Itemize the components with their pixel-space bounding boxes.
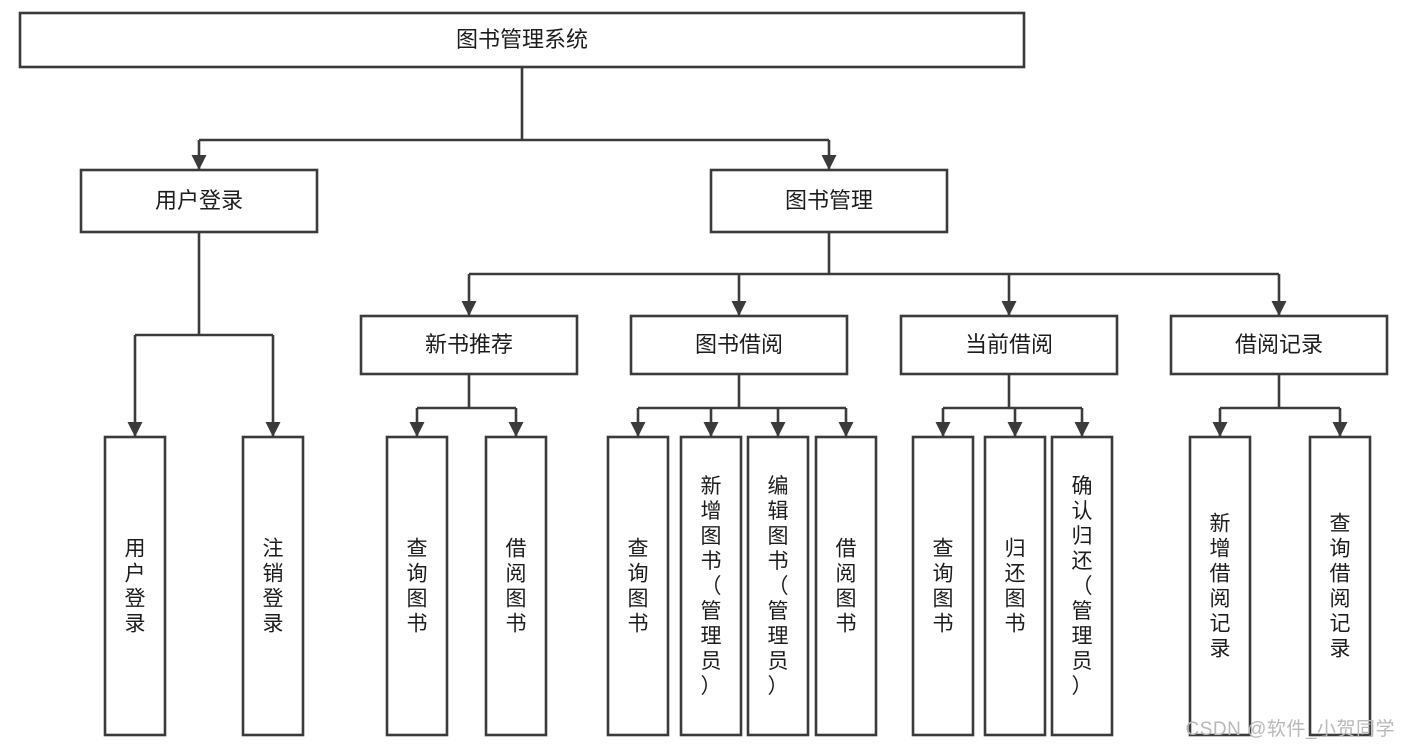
- node-label: 用户登录: [155, 188, 243, 213]
- node-box[interactable]: [18, 11, 1026, 69]
- arrow-head-icon: [1001, 301, 1017, 316]
- arrow-head-icon: [191, 155, 207, 170]
- node-box[interactable]: [385, 435, 449, 737]
- node-box[interactable]: [103, 435, 167, 737]
- node-leaf-1[interactable]: 注销登录: [241, 435, 305, 737]
- node-leaf-5[interactable]: 新增图书（管理员）: [679, 435, 743, 737]
- node-root-0[interactable]: 图书管理系统: [18, 11, 1026, 69]
- node-box[interactable]: [983, 435, 1047, 737]
- node-leaf-3[interactable]: 借阅图书: [484, 435, 548, 737]
- node-level2-1[interactable]: 图书管理: [709, 168, 949, 234]
- node-box[interactable]: [709, 168, 949, 234]
- node-box[interactable]: [484, 435, 548, 737]
- node-leaf-11[interactable]: 新增借阅记录: [1188, 435, 1252, 737]
- node-box[interactable]: [79, 168, 319, 234]
- arrow-head-icon: [1271, 301, 1287, 316]
- node-level3-2[interactable]: 当前借阅: [899, 314, 1119, 376]
- node-box[interactable]: [899, 314, 1119, 376]
- node-box[interactable]: [1050, 435, 1114, 737]
- node-box[interactable]: [606, 435, 670, 737]
- arrow-head-icon: [461, 301, 477, 316]
- node-box[interactable]: [1188, 435, 1252, 737]
- node-label: 编辑图书（管理员）: [768, 475, 789, 698]
- node-label: 用户登录: [125, 538, 146, 636]
- node-label: 图书借阅: [695, 332, 783, 357]
- node-leaf-10[interactable]: 确认归还（管理员）: [1050, 435, 1114, 737]
- node-level2-0[interactable]: 用户登录: [79, 168, 319, 234]
- node-label: 新增借阅记录: [1210, 513, 1231, 661]
- node-layer: 图书管理系统用户登录图书管理新书推荐图书借阅当前借阅借阅记录用户登录注销登录查询…: [18, 11, 1389, 737]
- arrow-head-icon: [703, 422, 719, 437]
- watermark-text: CSDN @软件_小贺同学: [1185, 719, 1395, 740]
- node-box[interactable]: [814, 435, 878, 737]
- node-label: 新增图书（管理员）: [701, 475, 722, 698]
- node-label: 图书管理: [785, 188, 873, 213]
- node-leaf-4[interactable]: 查询图书: [606, 435, 670, 737]
- arrow-head-icon: [630, 422, 646, 437]
- arrow-head-icon: [821, 155, 837, 170]
- node-label: 查询图书: [628, 538, 649, 636]
- node-label: 图书管理系统: [456, 27, 588, 52]
- arrow-head-icon: [731, 301, 747, 316]
- arrow-head-icon: [1007, 422, 1023, 437]
- node-label: 查询借阅记录: [1330, 513, 1351, 661]
- node-box[interactable]: [1308, 435, 1372, 737]
- node-label: 确认归还（管理员）: [1072, 475, 1093, 698]
- node-label: 借阅图书: [836, 538, 857, 636]
- node-leaf-8[interactable]: 查询图书: [911, 435, 975, 737]
- arrow-head-icon: [838, 422, 854, 437]
- node-leaf-7[interactable]: 借阅图书: [814, 435, 878, 737]
- node-box[interactable]: [1169, 314, 1389, 376]
- node-level3-1[interactable]: 图书借阅: [629, 314, 849, 376]
- arrow-head-icon: [1212, 422, 1228, 437]
- node-label: 查询图书: [407, 538, 428, 636]
- node-label: 当前借阅: [965, 332, 1053, 357]
- node-box[interactable]: [629, 314, 849, 376]
- node-box[interactable]: [746, 435, 810, 737]
- node-label: 查询图书: [933, 538, 954, 636]
- node-level3-3[interactable]: 借阅记录: [1169, 314, 1389, 376]
- node-label: 归还图书: [1005, 538, 1026, 636]
- node-leaf-0[interactable]: 用户登录: [103, 435, 167, 737]
- node-label: 借阅图书: [506, 538, 527, 636]
- node-label: 注销登录: [263, 538, 284, 636]
- node-leaf-2[interactable]: 查询图书: [385, 435, 449, 737]
- node-label: 借阅记录: [1235, 332, 1323, 357]
- arrow-head-icon: [1074, 422, 1090, 437]
- node-label: 新书推荐: [425, 332, 513, 357]
- arrow-head-icon: [127, 422, 143, 437]
- arrow-head-icon: [508, 422, 524, 437]
- node-box[interactable]: [679, 435, 743, 737]
- node-leaf-9[interactable]: 归还图书: [983, 435, 1047, 737]
- arrow-head-icon: [1332, 422, 1348, 437]
- arrow-head-icon: [770, 422, 786, 437]
- connector-layer: [127, 67, 1348, 437]
- node-leaf-6[interactable]: 编辑图书（管理员）: [746, 435, 810, 737]
- node-box[interactable]: [241, 435, 305, 737]
- node-leaf-12[interactable]: 查询借阅记录: [1308, 435, 1372, 737]
- arrow-head-icon: [265, 422, 281, 437]
- arrow-head-icon: [409, 422, 425, 437]
- node-box[interactable]: [911, 435, 975, 737]
- node-level3-0[interactable]: 新书推荐: [359, 314, 579, 376]
- node-box[interactable]: [359, 314, 579, 376]
- arrow-head-icon: [935, 422, 951, 437]
